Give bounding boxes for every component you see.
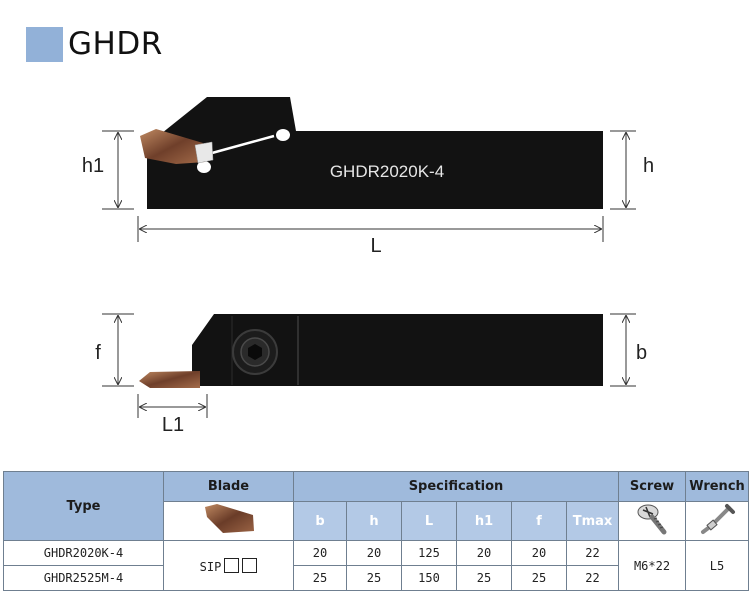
spec-col-h: h	[346, 501, 402, 541]
h-dimension: h	[610, 130, 654, 210]
blade-insert-icon	[204, 504, 254, 533]
spec-value-b: 20	[293, 540, 347, 566]
screw-header: Screw	[618, 471, 686, 502]
spec-value-b: 25	[293, 565, 347, 591]
wrench-image-cell	[685, 501, 749, 541]
clamp-slot	[211, 134, 275, 155]
screw-image-cell	[618, 501, 686, 541]
spec-col-b: b	[293, 501, 347, 541]
type-header: Type	[3, 471, 164, 541]
spec-table: Type Blade Specification Screw Wrench b …	[3, 471, 749, 591]
spec-col-L: L	[401, 501, 457, 541]
h-label: h	[643, 155, 654, 177]
insert-side	[139, 371, 200, 388]
spec-value-h1: 20	[456, 540, 512, 566]
blank-box	[224, 557, 240, 573]
screw-value: M6*22	[618, 540, 686, 591]
L1-dimension: L1	[137, 394, 208, 436]
insert-top	[140, 129, 214, 164]
blade-code-cell: SIP	[163, 540, 294, 591]
h1-label: h1	[82, 155, 104, 177]
spec-value-tmax: 22	[566, 565, 619, 591]
spec-col-f: f	[511, 501, 567, 541]
hex-socket-icon	[248, 344, 262, 360]
spec-value-h: 20	[346, 540, 402, 566]
spec-value-h: 25	[346, 565, 402, 591]
table-row: GHDR2525M-4 25 25 150 25 25 22	[3, 565, 749, 591]
tool-side-view	[139, 314, 603, 388]
type-cell: GHDR2525M-4	[3, 565, 164, 591]
spec-col-h1: h1	[456, 501, 512, 541]
blade-image-cell	[163, 501, 294, 541]
title-accent-box	[26, 27, 63, 62]
f-dimension: f	[95, 313, 134, 387]
wrench-icon	[701, 504, 735, 534]
b-label: b	[636, 342, 647, 364]
spec-value-f: 20	[511, 540, 567, 566]
L-dimension: L	[137, 216, 604, 257]
wrench-header: Wrench	[685, 471, 749, 502]
type-cell: GHDR2020K-4	[3, 540, 164, 566]
page-title: GHDR	[68, 26, 163, 62]
L1-label: L1	[162, 414, 184, 436]
relief-hole	[276, 129, 290, 141]
blank-box	[242, 557, 258, 573]
L-label: L	[370, 235, 381, 257]
clamp-hole	[197, 161, 211, 173]
tool-drawing: GHDR2020K-4 h1 h L f	[82, 97, 654, 436]
wrench-value: L5	[685, 540, 749, 591]
h1-dimension: h1	[82, 130, 134, 210]
spec-col-tmax: Tmax	[566, 501, 619, 541]
tool-top-view: GHDR2020K-4	[140, 97, 603, 209]
blade-code: SIP	[199, 559, 222, 574]
tool-marking: GHDR2020K-4	[330, 162, 444, 181]
screw-icon	[637, 504, 667, 535]
spec-value-f: 25	[511, 565, 567, 591]
spec-value-h1: 25	[456, 565, 512, 591]
spec-value-L: 125	[401, 540, 457, 566]
table-row: GHDR2020K-4 SIP 20 20 125 20 20 22 M6*22…	[3, 540, 749, 591]
spec-value-tmax: 22	[566, 540, 619, 566]
blade-header: Blade	[163, 471, 294, 502]
specification-header: Specification	[293, 471, 619, 502]
b-dimension: b	[610, 313, 647, 387]
f-label: f	[95, 342, 101, 364]
spec-value-L: 150	[401, 565, 457, 591]
